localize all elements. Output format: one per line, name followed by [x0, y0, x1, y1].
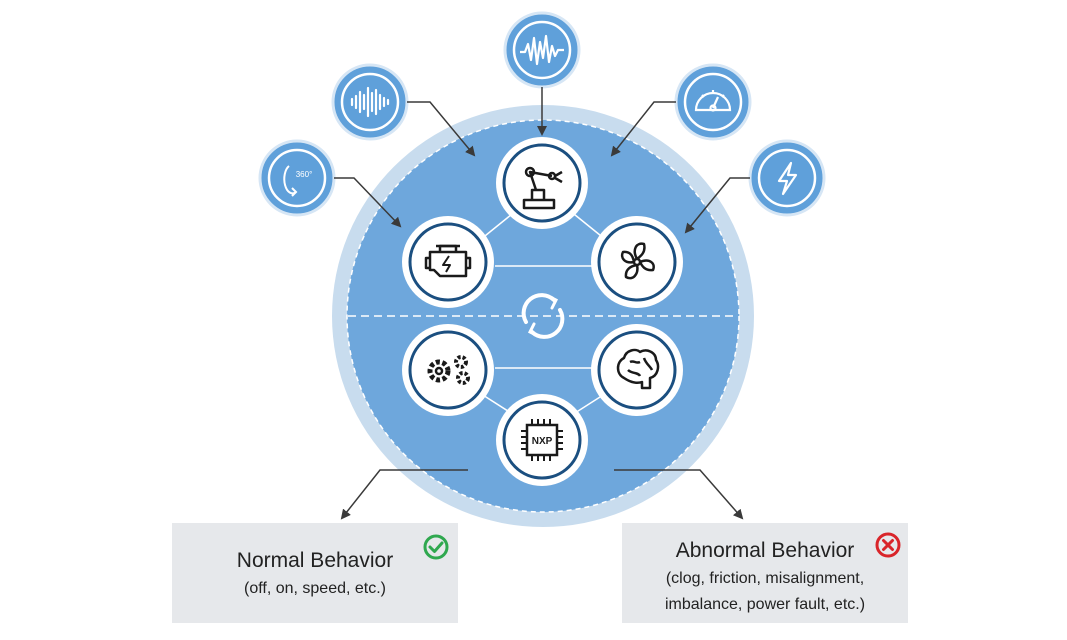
normal-behavior-details: (off, on, speed, etc.) — [243, 580, 386, 597]
lightning-icon — [777, 161, 798, 196]
sensor-arrows — [334, 87, 750, 234]
abnormal-behavior-details-line2: imbalance, power fault, etc.) — [664, 596, 866, 613]
normal-behavior-box: Normal Behavior (off, on, speed, etc.) — [172, 523, 458, 623]
power-sensor — [748, 139, 826, 217]
fan-icon — [620, 242, 655, 280]
vibration-wave-icon — [520, 34, 564, 66]
abnormal-behavior-box: Abnormal Behavior (clog, friction, misal… — [622, 523, 908, 623]
robot-arm-node — [496, 137, 588, 229]
gauge-sensor — [674, 63, 752, 141]
brain-icon — [616, 348, 660, 390]
refresh-cycle-icon — [521, 293, 565, 339]
normal-behavior-title: Normal Behavior — [236, 549, 394, 572]
check-circle-icon — [423, 534, 449, 560]
audio-sensor — [331, 63, 409, 141]
chip-label: NXP — [532, 436, 553, 447]
gears-icon — [427, 355, 470, 385]
engine-node — [402, 216, 494, 308]
gears-node — [402, 324, 494, 416]
nxp-chip-icon: NXP — [521, 419, 563, 461]
abnormal-behavior-details-line1: (clog, friction, misalignment, — [665, 570, 865, 587]
nxp-chip-node: NXP — [496, 394, 588, 486]
abnormal-behavior-title: Abnormal Behavior — [675, 539, 855, 562]
fan-node — [591, 216, 683, 308]
rotation-360-icon: 360° — [283, 165, 313, 197]
brain-node — [591, 324, 683, 416]
dashed-boundary — [346, 119, 740, 513]
robot-arm-icon — [522, 166, 563, 210]
rotation-sensor: 360° — [258, 139, 336, 217]
x-circle-icon — [875, 532, 901, 558]
rotation-label: 360° — [296, 170, 313, 179]
vibration-sensor — [503, 11, 581, 89]
engine-icon — [424, 244, 472, 278]
output-arrows — [340, 469, 744, 520]
gauge-icon — [694, 90, 732, 112]
audio-waveform-icon — [350, 86, 390, 118]
